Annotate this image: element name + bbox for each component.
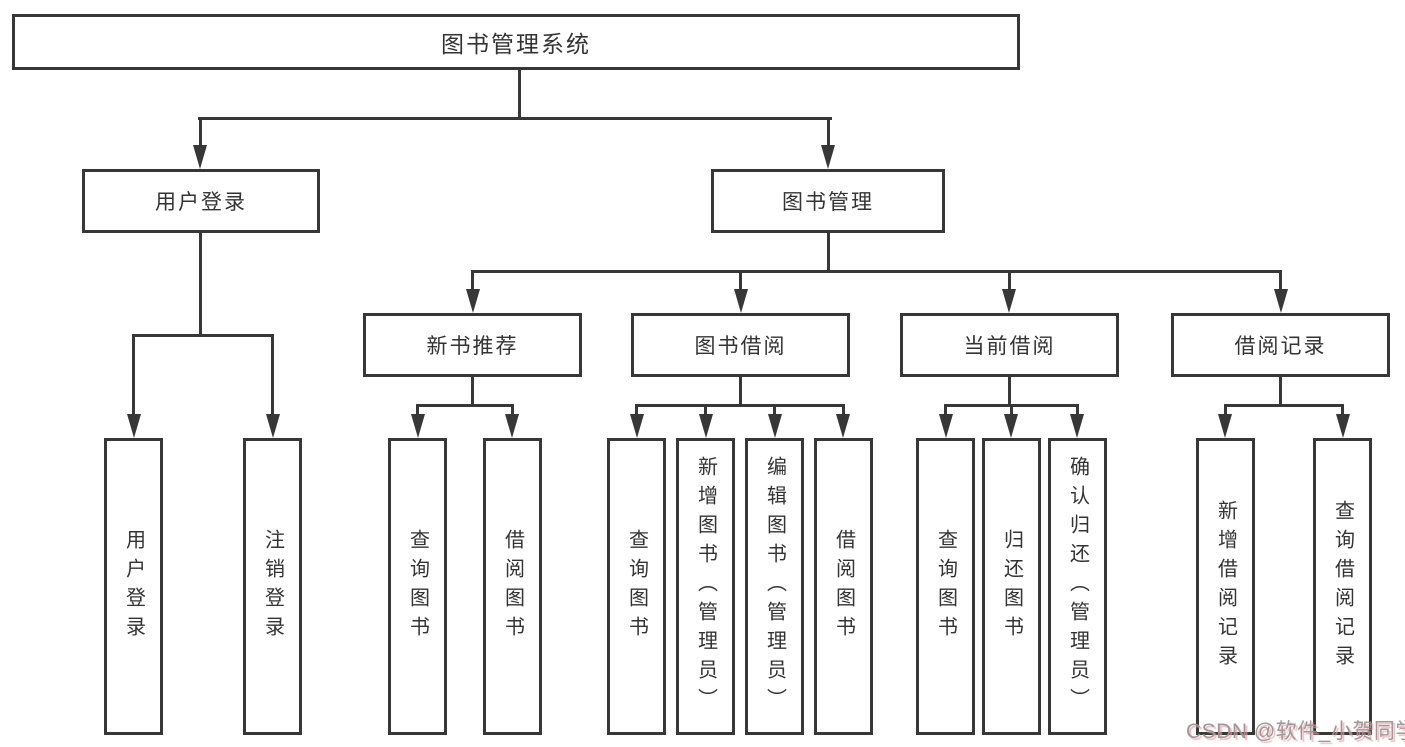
- csdn-watermark: CSDN @软件_小贺同学: [1186, 720, 1405, 743]
- connector-to-module: [1279, 270, 1282, 291]
- connector-to-leaf: [1224, 404, 1227, 416]
- arrowhead-down: [821, 145, 835, 169]
- leaf-borrow-books: 借阅图书: [814, 438, 873, 735]
- connector-to-leaf: [842, 404, 845, 416]
- connector-recommend-rail: [416, 404, 514, 407]
- leaf-borrowing-query-books: 查询图书: [607, 438, 666, 735]
- arrowhead-down: [1218, 414, 1232, 438]
- connector-root-trunk: [518, 68, 521, 120]
- arrowhead-down: [1336, 414, 1350, 438]
- connector-to-leaf: [1010, 404, 1013, 416]
- leaf-recommend-query-books: 查询图书: [388, 438, 447, 735]
- arrowhead-down: [266, 414, 280, 438]
- connector-book-management-trunk: [827, 233, 830, 273]
- connector-root-rail: [198, 117, 832, 120]
- connector-to-leaf: [1341, 404, 1344, 416]
- arrowhead-down: [768, 414, 782, 438]
- arrowhead-down: [939, 414, 953, 438]
- arrowhead-down: [734, 289, 748, 313]
- connector-recommend-trunk: [471, 377, 474, 407]
- node-library-management-system: 图书管理系统: [12, 14, 1020, 70]
- leaf-add-book-admin: 新增图书（管理员）: [676, 438, 735, 735]
- connector-to-leaf: [704, 404, 707, 416]
- connector-to-leaf: [271, 334, 274, 416]
- node-user-login: 用户登录: [82, 169, 320, 233]
- connector-root-to-user-login: [199, 117, 202, 148]
- connector-to-leaf: [944, 404, 947, 416]
- connector-to-module: [471, 270, 474, 291]
- arrowhead-down: [1070, 414, 1084, 438]
- connector-to-leaf: [416, 404, 419, 416]
- arrowhead-down: [699, 414, 713, 438]
- arrowhead-down: [505, 414, 519, 438]
- leaf-return-books: 归还图书: [982, 438, 1041, 735]
- connector-to-leaf: [773, 404, 776, 416]
- leaf-user-login: 用户登录: [104, 438, 163, 735]
- node-book-borrowing: 图书借阅: [631, 313, 850, 377]
- connector-user-login-trunk: [199, 233, 202, 337]
- connector-records-rail: [1224, 404, 1343, 407]
- arrowhead-down: [1274, 289, 1288, 313]
- leaf-confirm-return-admin: 确认归还（管理员）: [1048, 438, 1107, 735]
- connector-to-leaf: [1076, 404, 1079, 416]
- connector-borrowing-rail: [635, 404, 845, 407]
- arrowhead-down: [836, 414, 850, 438]
- connector-to-leaf: [635, 404, 638, 416]
- arrowhead-down: [1002, 289, 1016, 313]
- arrowhead-down: [193, 145, 207, 169]
- arrowhead-down: [1004, 414, 1018, 438]
- connector-root-to-book-management: [827, 117, 830, 148]
- connector-records-trunk: [1279, 377, 1282, 407]
- leaf-edit-book-admin: 编辑图书（管理员）: [745, 438, 804, 735]
- node-current-borrowing: 当前借阅: [900, 313, 1119, 377]
- leaf-logout: 注销登录: [243, 438, 302, 735]
- node-new-book-recommend: 新书推荐: [363, 313, 582, 377]
- connector-book-management-rail: [471, 270, 1282, 273]
- leaf-recommend-borrow-books: 借阅图书: [483, 438, 542, 735]
- arrowhead-down: [630, 414, 644, 438]
- leaf-add-borrow-record: 新增借阅记录: [1196, 438, 1255, 735]
- connector-current-trunk: [1008, 377, 1011, 407]
- connector-borrowing-trunk: [739, 377, 742, 407]
- connector-to-leaf: [132, 334, 135, 416]
- connector-to-module: [1008, 270, 1011, 291]
- connector-to-leaf: [511, 404, 514, 416]
- connector-to-module: [739, 270, 742, 291]
- arrowhead-down: [466, 289, 480, 313]
- arrowhead-down: [127, 414, 141, 438]
- arrowhead-down: [411, 414, 425, 438]
- leaf-query-borrow-record: 查询借阅记录: [1313, 438, 1372, 735]
- connector-user-login-rail: [133, 334, 274, 337]
- node-borrowing-records: 借阅记录: [1171, 313, 1390, 377]
- node-book-management: 图书管理: [711, 169, 945, 233]
- leaf-current-query-books: 查询图书: [916, 438, 975, 735]
